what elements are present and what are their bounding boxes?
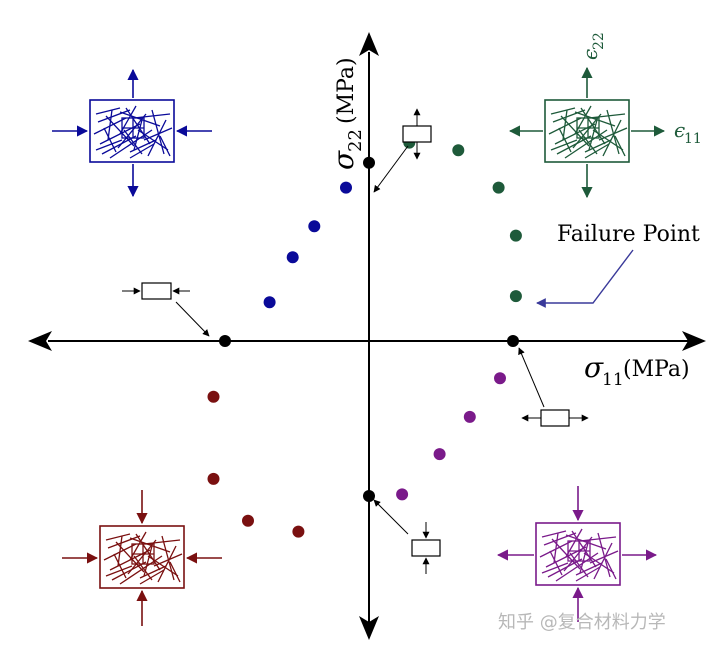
- x-axis-label-symbol: σ: [584, 351, 604, 384]
- uniaxial-compression-y-icon: [373, 499, 441, 574]
- data-point-iv-4: [494, 372, 506, 385]
- data-points: [207, 136, 522, 538]
- watermark: 知乎 @复合材料力学: [498, 612, 666, 633]
- strain-label-e11: ϵ 11: [674, 118, 702, 147]
- data-point-iv-3: [463, 410, 476, 423]
- data-point-i-3: [492, 181, 505, 194]
- data-point-iii-1: [207, 390, 220, 403]
- data-point-ii-4: [340, 181, 352, 194]
- data-point-iv-1: [396, 488, 409, 501]
- data-point-i-2: [452, 144, 465, 157]
- data-point-iii-4: [292, 525, 305, 538]
- data-point-axes-3: [507, 335, 519, 347]
- data-point-iii-2: [207, 472, 220, 485]
- strain-e11-subscript: 11: [684, 131, 702, 147]
- strain-e11-symbol: ϵ: [674, 118, 685, 142]
- data-point-ii-3: [308, 220, 321, 233]
- data-point-ii-1: [263, 296, 276, 309]
- data-point-i-4: [509, 229, 522, 242]
- x-axis-label-subscript: 11: [602, 370, 624, 390]
- specimen-icon-q1: [508, 66, 666, 199]
- data-point-axes-4: [363, 490, 375, 502]
- failure-point-leader: [536, 249, 634, 308]
- y-axis-label-unit: (MPa): [334, 57, 359, 124]
- axes: [28, 32, 706, 640]
- data-point-axes-2: [219, 335, 231, 347]
- strain-label-e22: ϵ 22: [578, 32, 607, 60]
- x-axis-label: σ 11 (MPa): [584, 351, 690, 390]
- data-point-axes-1: [363, 156, 375, 169]
- uniaxial-tension-y-icon: [373, 108, 432, 193]
- strain-e22-symbol: ϵ: [578, 49, 602, 60]
- specimen-icon-q3: [62, 490, 222, 626]
- x-axis-label-unit: (MPa): [623, 357, 690, 382]
- data-point-iii-3: [242, 514, 254, 527]
- data-point-i-5: [509, 290, 522, 303]
- specimen-icon-q4: [496, 486, 658, 622]
- strain-e22-subscript: 22: [591, 32, 607, 50]
- data-point-ii-2: [286, 251, 299, 264]
- uniaxial-compression-x-icon: [122, 282, 210, 337]
- y-axis-arrow-bottom: [359, 616, 379, 640]
- failure-point-label: Failure Point: [557, 222, 700, 247]
- failure-point-annotation: Failure Point: [536, 222, 700, 308]
- x-axis-arrow-left: [28, 331, 52, 351]
- y-axis-label-subscript: 22: [345, 129, 366, 152]
- x-axis-arrow-right: [682, 331, 706, 351]
- y-axis-label: σ 22 (MPa): [327, 57, 366, 170]
- y-axis-label-symbol: σ: [327, 150, 360, 170]
- y-axis-arrow-top: [359, 32, 379, 56]
- axis-intercept-annotations: [122, 108, 589, 574]
- specimen-icon-q2: [52, 68, 212, 198]
- data-point-iv-2: [433, 448, 446, 461]
- uniaxial-tension-x-icon: [518, 347, 589, 427]
